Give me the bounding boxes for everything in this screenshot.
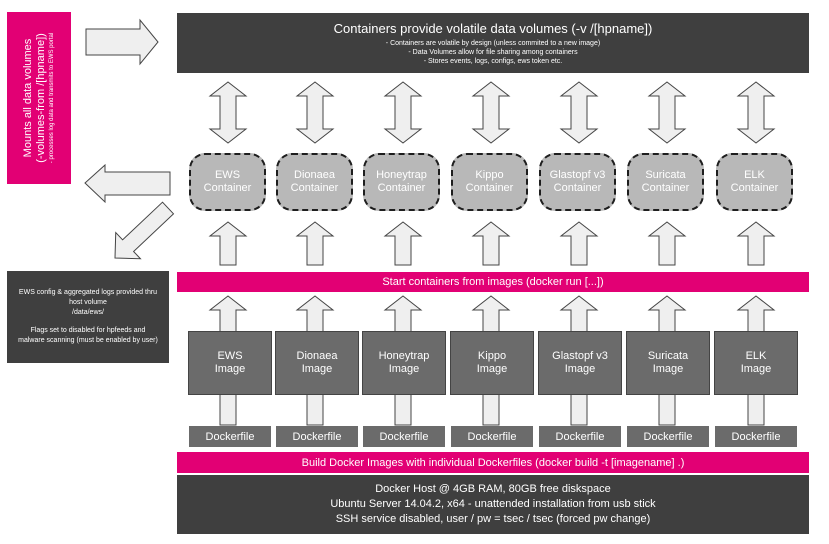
container-honeytrap[interactable]: Honeytrap Container bbox=[363, 153, 440, 211]
container-name: Honeytrap bbox=[376, 169, 427, 181]
up-arrow bbox=[383, 221, 423, 266]
mounts-flag: (-volumes-from /[hpname]) bbox=[35, 33, 47, 163]
image-kind: Image bbox=[388, 363, 420, 375]
ews-config-line: host volume bbox=[69, 299, 107, 306]
container-elk[interactable]: ELK Container bbox=[716, 153, 793, 211]
up-arrow bbox=[647, 221, 687, 266]
dockerfile-elk[interactable]: Dockerfile bbox=[715, 426, 797, 447]
image-suricata[interactable]: Suricata Image bbox=[626, 331, 710, 395]
up-arrow bbox=[559, 295, 599, 337]
up-arrow bbox=[383, 295, 423, 337]
up-arrow bbox=[471, 221, 511, 266]
bidirectional-arrow bbox=[383, 81, 423, 144]
bidirectional-arrow bbox=[295, 81, 335, 144]
image-name: EWS bbox=[217, 350, 243, 362]
image-kind: Image bbox=[740, 363, 772, 375]
ews-flags-line: Flags set to disabled for hpfeeds and bbox=[30, 327, 146, 334]
ews-config-path: /data/ews/ bbox=[72, 309, 104, 316]
dockerfile-suricata[interactable]: Dockerfile bbox=[627, 426, 709, 447]
ews-flags-line: malware scanning (must be enabled by use… bbox=[18, 337, 158, 344]
container-kind: Container bbox=[465, 182, 514, 194]
bidirectional-arrow bbox=[647, 81, 687, 144]
image-ews[interactable]: EWS Image bbox=[188, 331, 272, 395]
container-kind: Container bbox=[203, 182, 252, 194]
volumes-banner-title: Containers provide volatile data volumes… bbox=[333, 20, 653, 36]
image-dionaea[interactable]: Dionaea Image bbox=[275, 331, 359, 395]
container-kind: Container bbox=[641, 182, 690, 194]
container-glastopf[interactable]: Glastopf v3 Container bbox=[539, 153, 616, 211]
dockerfile-glastopf[interactable]: Dockerfile bbox=[539, 426, 621, 447]
container-kind: Container bbox=[553, 182, 602, 194]
dockerfile-ews[interactable]: Dockerfile bbox=[189, 426, 271, 447]
container-name: EWS bbox=[214, 169, 241, 181]
image-name: Glastopf v3 bbox=[552, 350, 608, 362]
container-name: Suricata bbox=[645, 169, 686, 181]
image-name: Honeytrap bbox=[378, 350, 430, 362]
container-kippo[interactable]: Kippo Container bbox=[451, 153, 528, 211]
up-arrow bbox=[471, 295, 511, 337]
left-arrow bbox=[84, 163, 171, 204]
container-kind: Container bbox=[730, 182, 779, 194]
image-kind: Image bbox=[476, 363, 508, 375]
image-honeytrap[interactable]: Honeytrap Image bbox=[362, 331, 446, 395]
image-name: Dionaea bbox=[296, 350, 338, 362]
bidirectional-arrow bbox=[471, 81, 511, 144]
bidirectional-arrow bbox=[208, 81, 248, 144]
host-os: Ubuntu Server 14.04.2, x64 - unattended … bbox=[330, 498, 656, 510]
dockerfile-honeytrap[interactable]: Dockerfile bbox=[363, 426, 445, 447]
volumes-banner: Containers provide volatile data volumes… bbox=[177, 13, 809, 73]
container-kind: Container bbox=[290, 182, 339, 194]
bidirectional-arrow bbox=[736, 81, 776, 144]
up-arrow bbox=[295, 295, 335, 337]
container-name: ELK bbox=[744, 169, 765, 181]
image-glastopf[interactable]: Glastopf v3 Image bbox=[538, 331, 622, 395]
image-name: Kippo bbox=[477, 350, 507, 362]
up-arrow bbox=[647, 295, 687, 337]
container-name: Kippo bbox=[475, 169, 504, 181]
container-ews[interactable]: EWS Container bbox=[189, 153, 266, 211]
up-arrow bbox=[736, 221, 776, 266]
ews-config-line: EWS config & aggregated logs provided th… bbox=[18, 289, 158, 296]
up-arrow bbox=[295, 221, 335, 266]
start-containers-bar: Start containers from images (docker run… bbox=[177, 272, 809, 292]
image-kind: Image bbox=[301, 363, 333, 375]
image-kind: Image bbox=[214, 363, 246, 375]
mounts-title: Mounts all data volumes bbox=[22, 38, 34, 158]
diagonal-arrow bbox=[114, 201, 175, 260]
volumes-bullet: - Containers are volatile by design (unl… bbox=[385, 39, 601, 47]
bidirectional-arrow bbox=[559, 81, 599, 144]
host-ssh: SSH service disabled, user / pw = tsec /… bbox=[335, 513, 651, 525]
container-name: Glastopf v3 bbox=[549, 169, 606, 181]
up-arrow bbox=[736, 295, 776, 337]
dockerfile-dionaea[interactable]: Dockerfile bbox=[276, 426, 358, 447]
mounts-volumes-box: Mounts all data volumes (-volumes-from /… bbox=[7, 12, 71, 184]
container-name: Dionaea bbox=[294, 169, 335, 181]
image-kind: Image bbox=[652, 363, 684, 375]
up-arrow bbox=[559, 221, 599, 266]
up-arrow bbox=[208, 221, 248, 266]
mounts-desc: - processes log data and transmits to EW… bbox=[49, 32, 55, 164]
right-arrow bbox=[85, 18, 159, 66]
image-name: ELK bbox=[745, 350, 767, 362]
image-kippo[interactable]: Kippo Image bbox=[450, 331, 534, 395]
docker-host-box: Docker Host @ 4GB RAM, 80GB free diskspa… bbox=[177, 475, 809, 534]
container-suricata[interactable]: Suricata Container bbox=[627, 153, 704, 211]
host-spec: Docker Host @ 4GB RAM, 80GB free diskspa… bbox=[375, 483, 611, 495]
volumes-bullet: - Data Volumes allow for file sharing am… bbox=[408, 48, 578, 56]
volumes-bullet: - Stores events, logs, configs, ews toke… bbox=[423, 57, 563, 65]
container-dionaea[interactable]: Dionaea Container bbox=[276, 153, 353, 211]
build-images-bar: Build Docker Images with individual Dock… bbox=[177, 452, 809, 473]
container-kind: Container bbox=[377, 182, 426, 194]
image-name: Suricata bbox=[647, 350, 689, 362]
ews-config-box: EWS config & aggregated logs provided th… bbox=[7, 271, 169, 363]
dockerfile-kippo[interactable]: Dockerfile bbox=[451, 426, 533, 447]
up-arrow bbox=[208, 295, 248, 337]
image-elk[interactable]: ELK Image bbox=[714, 331, 798, 395]
image-kind: Image bbox=[564, 363, 596, 375]
